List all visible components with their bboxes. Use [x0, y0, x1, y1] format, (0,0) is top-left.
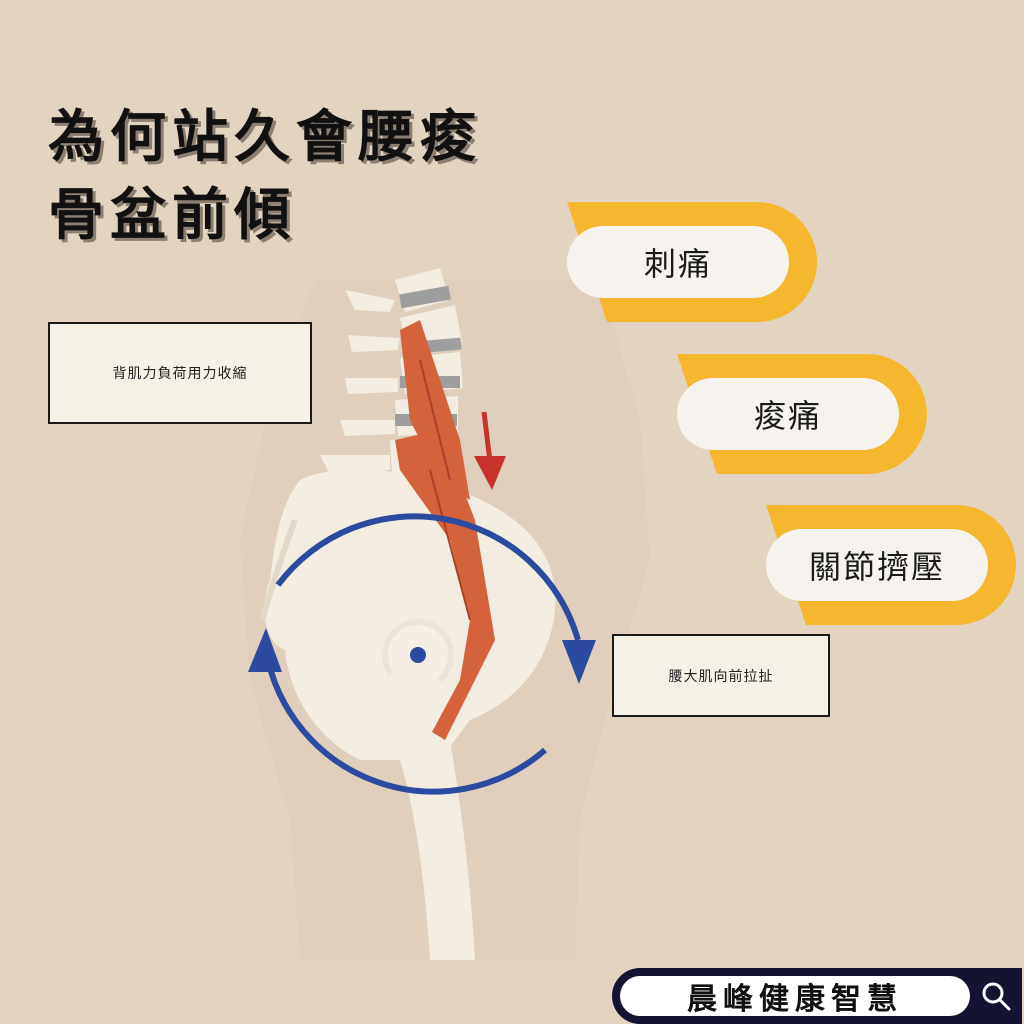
page-title-line-1: 為何站久會腰痠	[48, 105, 482, 170]
brand-name: 晨峰健康智慧	[620, 976, 970, 1017]
pressure-down-arrow	[474, 411, 506, 490]
search-icon[interactable]	[980, 980, 1012, 1012]
symptom-label: 痠痛	[677, 378, 899, 450]
brand-search-bar[interactable]: 晨峰健康智慧	[612, 968, 1022, 1024]
symptom-pill-soreness: 痠痛	[677, 354, 927, 474]
muscles	[395, 320, 495, 740]
back-muscle-label: 背肌力負荷用力收縮	[112, 366, 248, 382]
rotation-arrowhead-left	[248, 628, 282, 672]
page-title-line-2: 骨盆前傾	[48, 183, 296, 248]
rotation-arrowhead-right	[562, 640, 596, 684]
symptom-label: 刺痛	[567, 226, 789, 298]
symptom-pill-joint-compression: 關節擠壓	[766, 505, 1016, 625]
symptom-pill-stabbing-pain: 刺痛	[567, 202, 817, 322]
symptom-label: 關節擠壓	[766, 529, 988, 601]
femur-bone	[380, 669, 475, 960]
back-muscle-label-box: 背肌力負荷用力收縮	[48, 322, 312, 424]
psoas-label: 腰大肌向前拉扯	[668, 668, 774, 685]
hip-joint-dot	[410, 647, 426, 663]
rotation-arrows	[263, 513, 581, 795]
psoas-label-box: 腰大肌向前拉扯	[612, 634, 830, 717]
